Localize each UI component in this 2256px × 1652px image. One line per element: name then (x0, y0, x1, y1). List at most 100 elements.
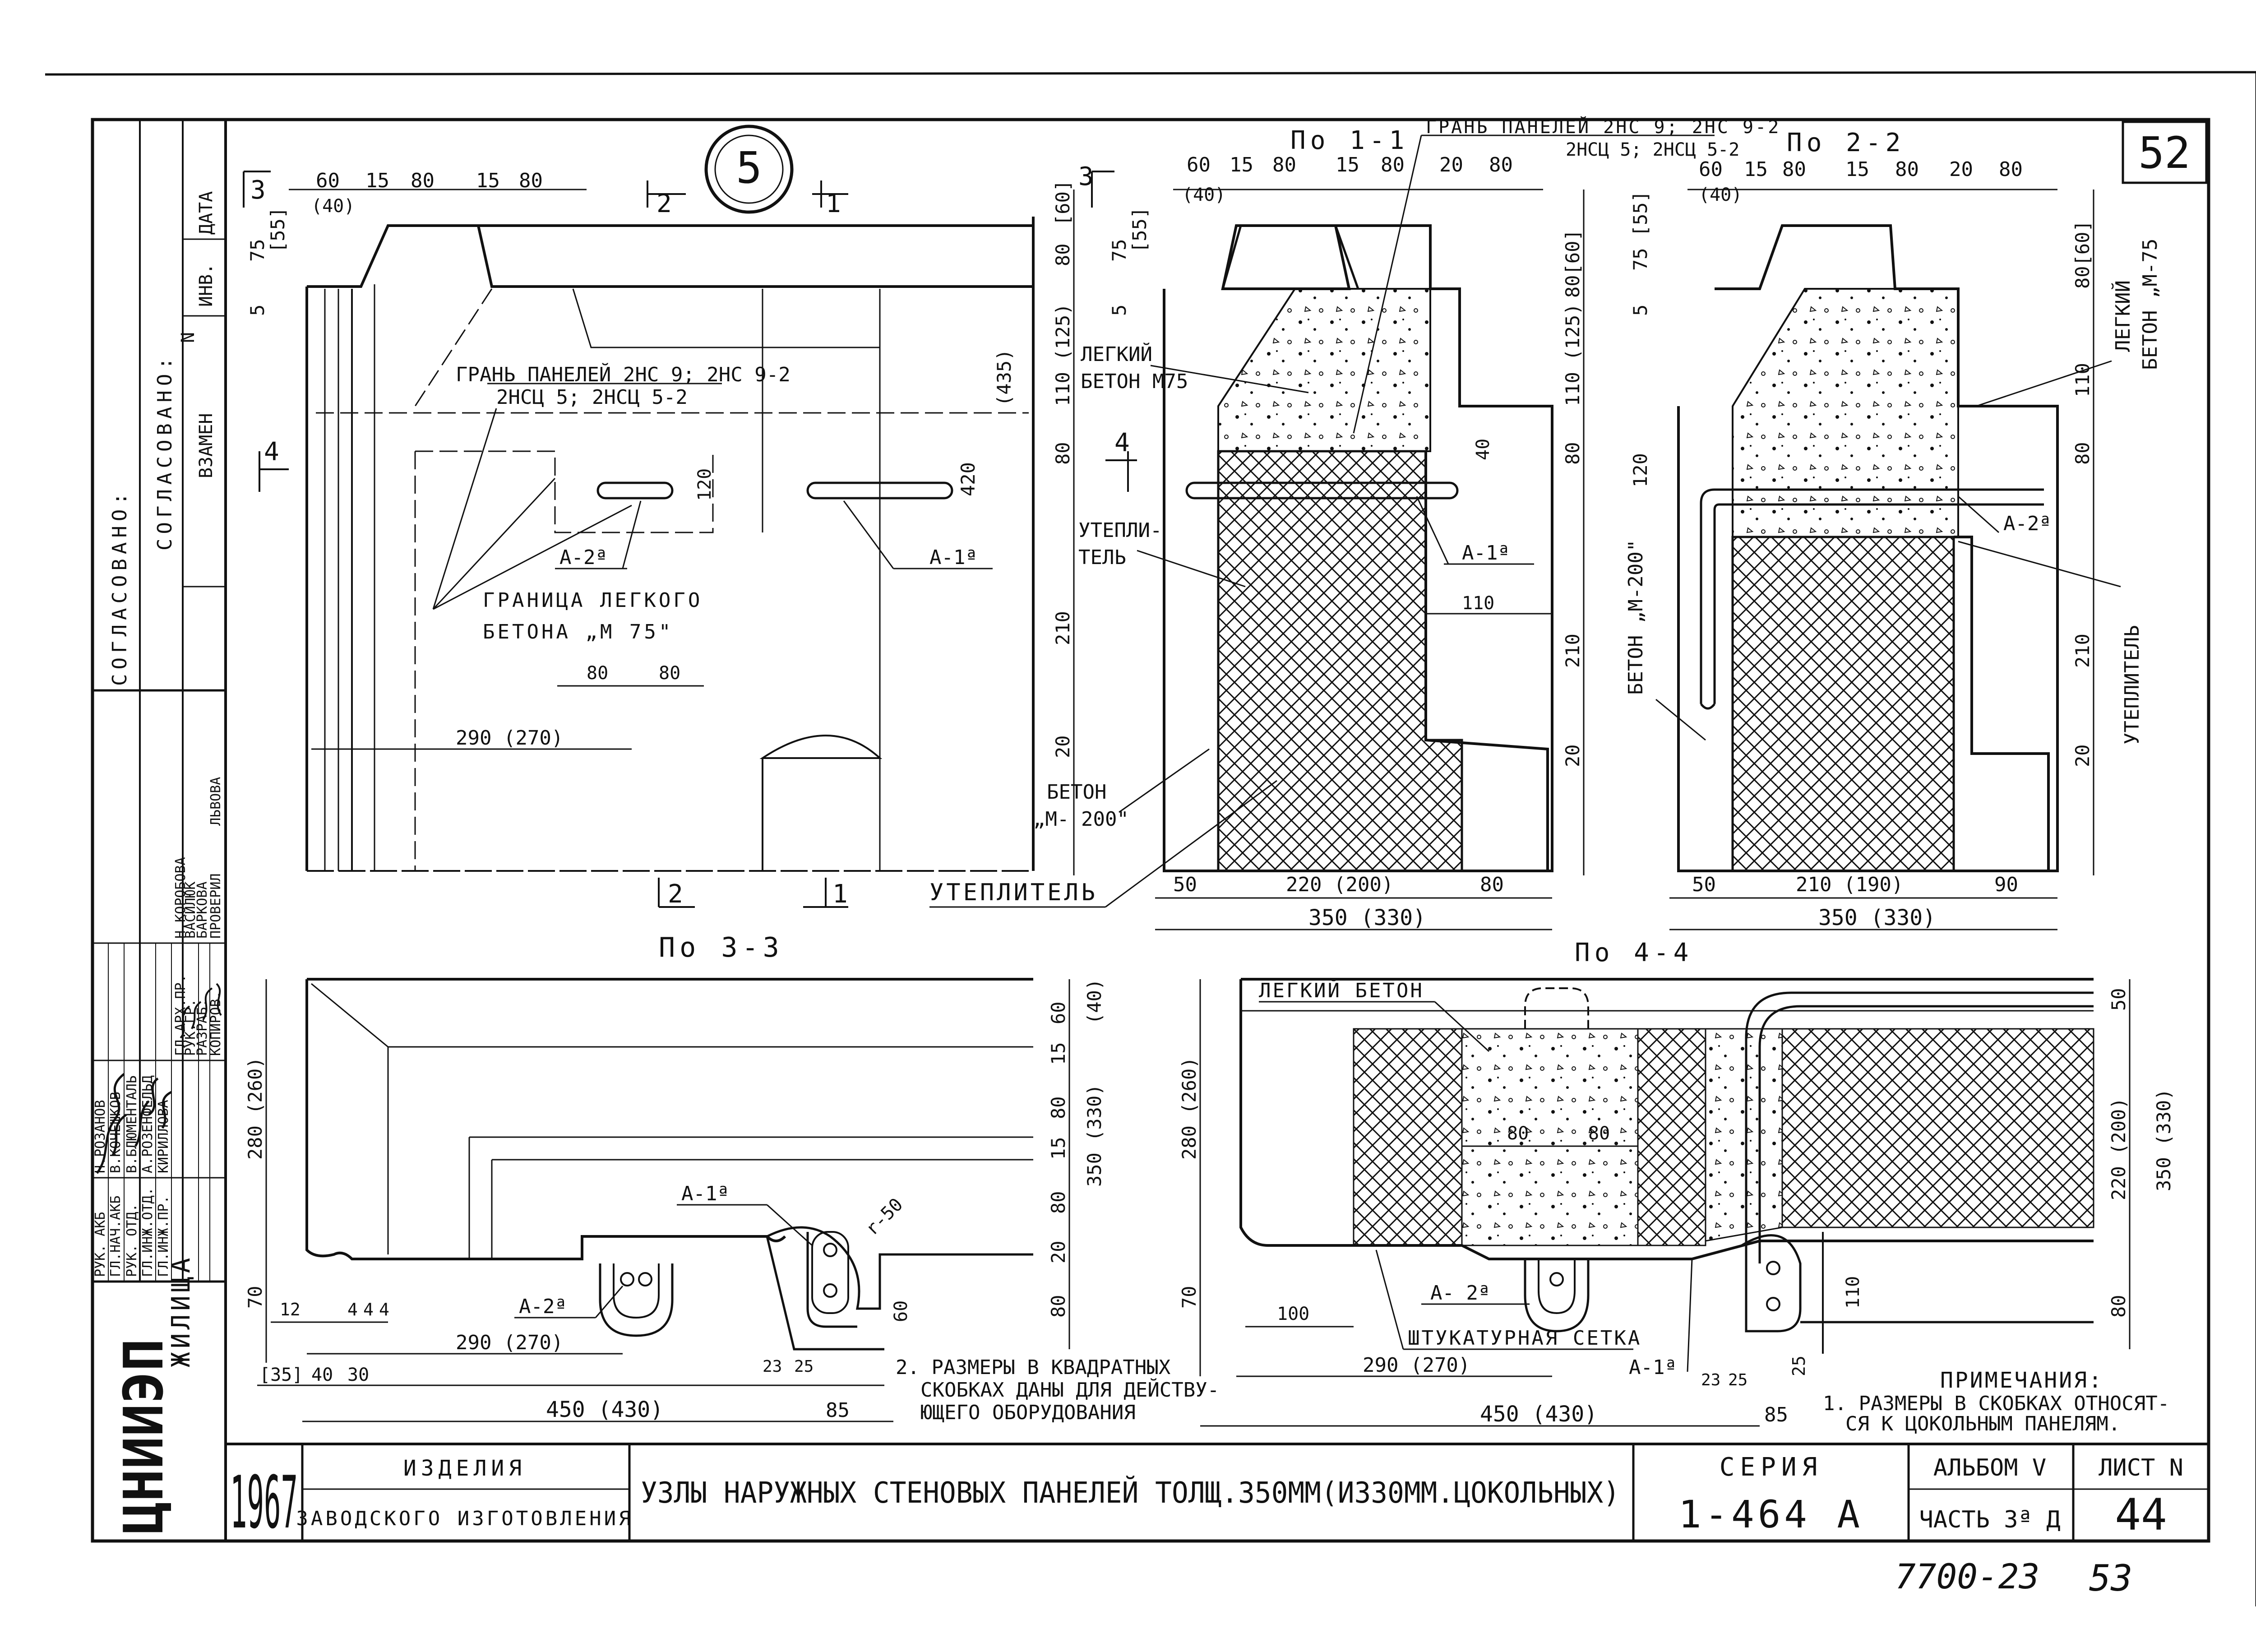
dimension-label: 60 (891, 1300, 911, 1322)
dimension-label: 52 (2138, 128, 2191, 178)
rebar-label-a1: А-1ª (1629, 1356, 1677, 1379)
dimension-label: 60 (316, 169, 340, 192)
dimension-label: 80 (1480, 873, 1504, 896)
dimension-label: 110 (125) (1052, 303, 1074, 406)
dimension-label: (40) (1182, 185, 1225, 205)
dimension-label: 80 (659, 663, 680, 684)
insulation-lower-label: УТЕПЛИТЕЛЬ (929, 879, 1098, 906)
dimension-label: 80 (2071, 442, 2094, 465)
rebar-label-a2: А-2ª (2003, 512, 2051, 535)
title-block: 1967 ИЗДЕЛИЯ ЗАВОДСКОГО ИЗГОТОВЛЕНИЯ УЗЛ… (224, 1444, 2209, 1545)
series-label: СЕРИЯ (1720, 1453, 1823, 1482)
dimension-label: 20 (2071, 744, 2094, 767)
dimension-label: 25 (794, 1357, 814, 1376)
dimension-label: (40) (311, 196, 355, 217)
dimension-label: 80 (411, 169, 435, 192)
header-cell-n: N (178, 332, 199, 343)
dimension-label: 80 (2108, 1295, 2130, 1318)
rebar-label-a2: А-2ª (519, 1295, 567, 1318)
dimension-label: 120 (694, 468, 715, 501)
dimension-label: 40 (311, 1365, 333, 1385)
dimension-label: 4 (379, 1300, 389, 1319)
dimension-label: 210 (1052, 611, 1074, 645)
dimension-label: 80 (1782, 158, 1806, 181)
dimension-label: 75 [55] (1629, 191, 1651, 271)
page-code: 53 (2089, 1557, 2132, 1599)
dimension-label: 15 (1047, 1042, 1069, 1065)
note1-line1: 1. РАЗМЕРЫ В СКОБКАХ ОТНОСЯТ- (1823, 1392, 2169, 1415)
dimension-label: 80 (1052, 442, 1074, 465)
dimension-label: (435) (993, 349, 1015, 406)
dimension-label: 12 (280, 1300, 300, 1319)
staff-role: РАЗРАБ. (194, 999, 210, 1056)
facet-label: ГРАНЬ ПАНЕЛЕЙ 2НС 9; 2НС 9-2 (1426, 116, 1780, 138)
dimension-label: 25 (1789, 1356, 1809, 1376)
series-value: 1-464 А (1678, 1492, 1863, 1536)
dimension-label: 60 (1187, 153, 1211, 176)
staff-role: ПРОВЕРИЛ (208, 874, 224, 939)
dimension-label: 110 (1843, 1276, 1863, 1309)
dimension-label: 350 (330) (1308, 905, 1426, 930)
dimension-label: 210 (1562, 634, 1584, 668)
note2-line1: 2. РАЗМЕРЫ В КВАДРАТНЫХ (896, 1356, 1171, 1379)
dimension-label: 80 (1507, 1123, 1529, 1144)
note1-line2: СЯ К ЦОКОЛЬНЫМ ПАНЕЛЯМ. (1845, 1412, 2120, 1435)
insulation-region (1731, 536, 1955, 872)
rebar-label-a2: А- 2ª (1430, 1282, 1490, 1305)
staff-role: ГЛ.ИНЖ.ПР. (156, 1195, 171, 1277)
dimension-label: 110 (2071, 363, 2094, 397)
insulation-label: УТЕПЛИ- (1078, 519, 1162, 542)
view-label-3-3: По 3-3 (659, 932, 784, 963)
dimension-label: 23 (1701, 1371, 1720, 1389)
dimension-label: [60] (1052, 180, 1074, 226)
insulation-region (1781, 1028, 2094, 1228)
dimension-label: 450 (430) (1480, 1402, 1597, 1427)
dimension-label: 20 (1562, 744, 1584, 767)
insulation-region (1353, 1028, 1463, 1246)
dimension-label: 75 (246, 239, 268, 262)
view-elevation: 5 60 15 80 15 80 (40) 5 75 [55] 8 (243, 125, 1075, 963)
signature-scribble (180, 983, 222, 1039)
dimension-label: 15 (476, 169, 500, 192)
dimension-label: 60 (1047, 1001, 1069, 1024)
light-concrete-label-2: БЕТОН „М-75 (2139, 239, 2162, 370)
product-line1: ИЗДЕЛИЯ (403, 1456, 526, 1481)
archive-code: 7700-23 (1895, 1556, 2039, 1596)
detail-marker-number: 5 (736, 143, 762, 193)
dimension-label: 4 (347, 1300, 358, 1319)
dimension-label: 100 (1277, 1304, 1309, 1324)
light-concrete-label-2: БЕТОН М75 (1081, 370, 1188, 393)
view-label-4-4: По 4-4 (1575, 938, 1693, 967)
dimension-label: 5 (1108, 305, 1130, 316)
dimension-label: 15 (365, 169, 389, 192)
dimension-label: 80 (1047, 1295, 1069, 1318)
dimension-label: 15 (1336, 153, 1359, 176)
dimension-label: [55] (267, 207, 289, 253)
staff-name: В.БЛЮМЕНТАЛЬ (124, 1075, 140, 1173)
dimension-label: 50 (1692, 873, 1716, 896)
view-section-2-2: По 2-2 60 15 80 15 80 20 80 (40) 5 75 [5… (1624, 128, 2162, 930)
dimension-label: 3 (250, 176, 266, 205)
staff-name: ЛЬВОВА (208, 777, 224, 826)
dimension-label: [35] (259, 1365, 303, 1385)
dimension-label: 80 (1052, 243, 1074, 266)
facet-label-2: 2НСЦ 5; 2НСЦ 5-2 (496, 386, 688, 409)
dimension-label: 80 (519, 169, 543, 192)
sheet-frame (45, 71, 2256, 1606)
dimension-label: 80 (1489, 153, 1513, 176)
sheet-value: 44 (2115, 1490, 2167, 1540)
dimension-label: [55] (1128, 207, 1151, 253)
dimension-label: 85 (1764, 1403, 1788, 1426)
insulation-label-2: ТЕЛЬ (1078, 546, 1126, 569)
header-cell-replace: ВЗАМЕН (196, 413, 217, 479)
rebar-label-a2: А-2ª (559, 546, 607, 569)
dimension-label: 50 (2108, 988, 2130, 1011)
concrete-label: БЕТОН „М-200" (1624, 540, 1647, 695)
dimension-label: 80 (1999, 158, 2023, 181)
facet-label: ГРАНЬ ПАНЕЛЕЙ 2НС 9; 2НС 9-2 (456, 362, 791, 386)
dimension-label: 210 (2071, 634, 2094, 668)
insulation-label: УТЕПЛИТЕЛЬ (2121, 625, 2144, 745)
dimension-label: 15 (1744, 158, 1768, 181)
staff-role: ГЛ.НАЧ.АКБ (108, 1195, 124, 1277)
